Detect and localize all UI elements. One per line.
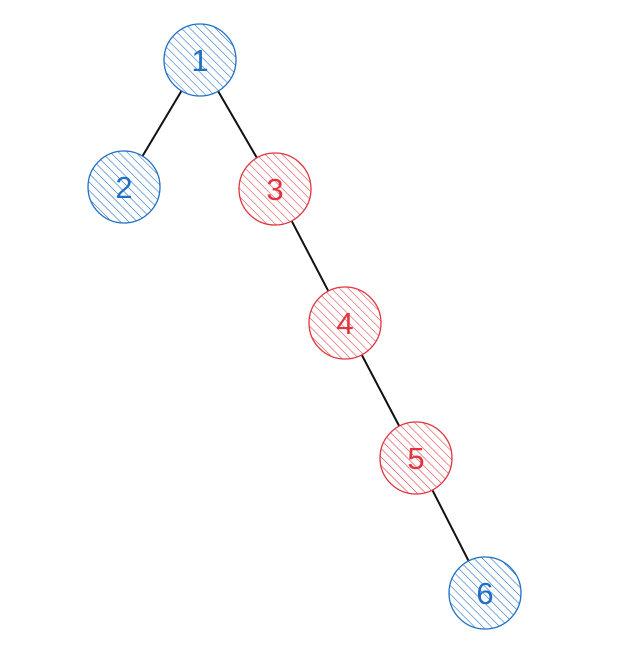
node-circle <box>448 556 522 630</box>
node-label: 4 <box>336 306 353 341</box>
edge-n3-n4 <box>290 220 330 292</box>
edge-n1-n2 <box>141 90 183 157</box>
node-circle <box>87 150 161 224</box>
node-label: 6 <box>476 576 493 611</box>
node-circle <box>379 421 453 495</box>
nodes-layer: 1 2 3 4 5 6 <box>87 23 522 630</box>
tree-node-6: 6 <box>448 556 522 630</box>
edge-n1-n3 <box>217 90 258 159</box>
tree-node-1: 1 <box>163 23 237 97</box>
node-label: 1 <box>191 43 208 78</box>
tree-node-2: 2 <box>87 150 161 224</box>
node-label: 2 <box>115 170 132 205</box>
edge-n5-n6 <box>431 489 470 562</box>
node-label: 3 <box>266 172 283 207</box>
tree-node-3: 3 <box>238 152 312 226</box>
tree-node-4: 4 <box>308 286 382 360</box>
node-label: 5 <box>407 441 424 476</box>
node-circle <box>163 23 237 97</box>
edge-n4-n5 <box>360 354 401 427</box>
node-circle <box>238 152 312 226</box>
tree-node-5: 5 <box>379 421 453 495</box>
node-circle <box>308 286 382 360</box>
edges-layer <box>141 90 470 562</box>
